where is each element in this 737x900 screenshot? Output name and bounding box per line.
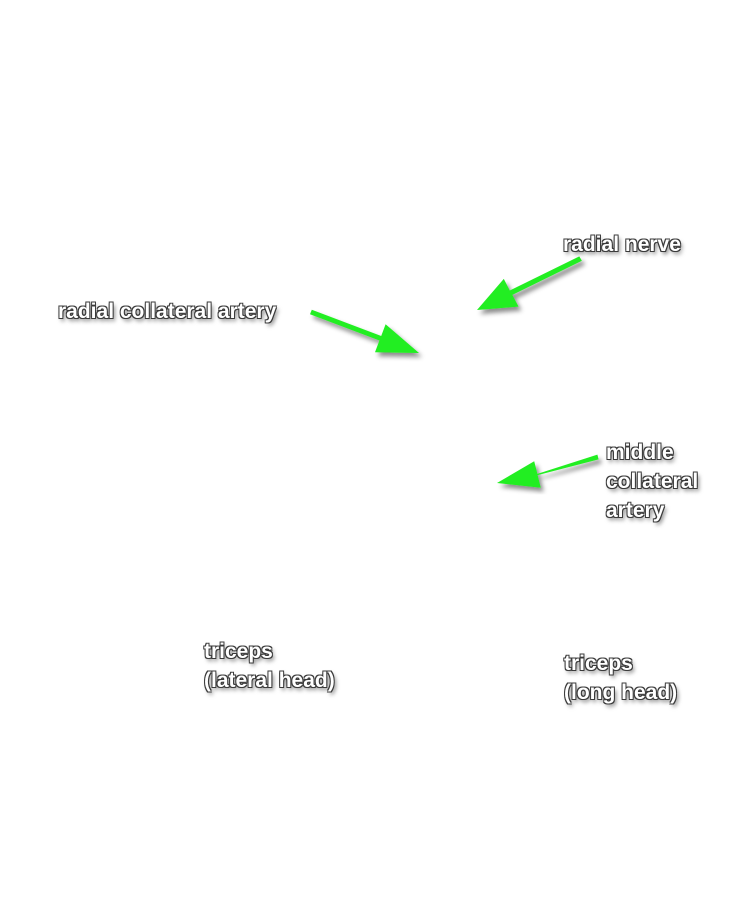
radial-collateral-artery-arrow — [310, 309, 419, 353]
triceps-lateral-head-label: triceps (lateral head) — [204, 637, 335, 695]
radial-nerve-label-text: radial nerve — [563, 233, 681, 256]
radial-collateral-artery-label-text: radial collateral artery — [58, 300, 277, 323]
triceps-lateral-head-label-line-2: (lateral head) — [204, 669, 335, 692]
middle-collateral-artery-label-line-2: collateral — [606, 470, 699, 493]
middle-collateral-artery-arrow — [497, 454, 599, 488]
middle-collateral-artery-label-line-1: middle — [606, 441, 674, 464]
triceps-lateral-head-label-line-1: triceps — [204, 640, 273, 663]
radial-collateral-artery-label: radial collateral artery — [58, 297, 276, 326]
radial-nerve-arrow — [477, 256, 582, 310]
triceps-long-head-label: triceps (long head) — [564, 649, 677, 707]
triceps-long-head-label-line-2: (long head) — [564, 681, 678, 704]
middle-collateral-artery-label-line-3: artery — [606, 499, 665, 522]
triceps-long-head-label-line-1: triceps — [564, 652, 633, 675]
middle-collateral-artery-label: middle collateral artery — [606, 438, 698, 525]
radial-nerve-label: radial nerve — [563, 230, 681, 259]
